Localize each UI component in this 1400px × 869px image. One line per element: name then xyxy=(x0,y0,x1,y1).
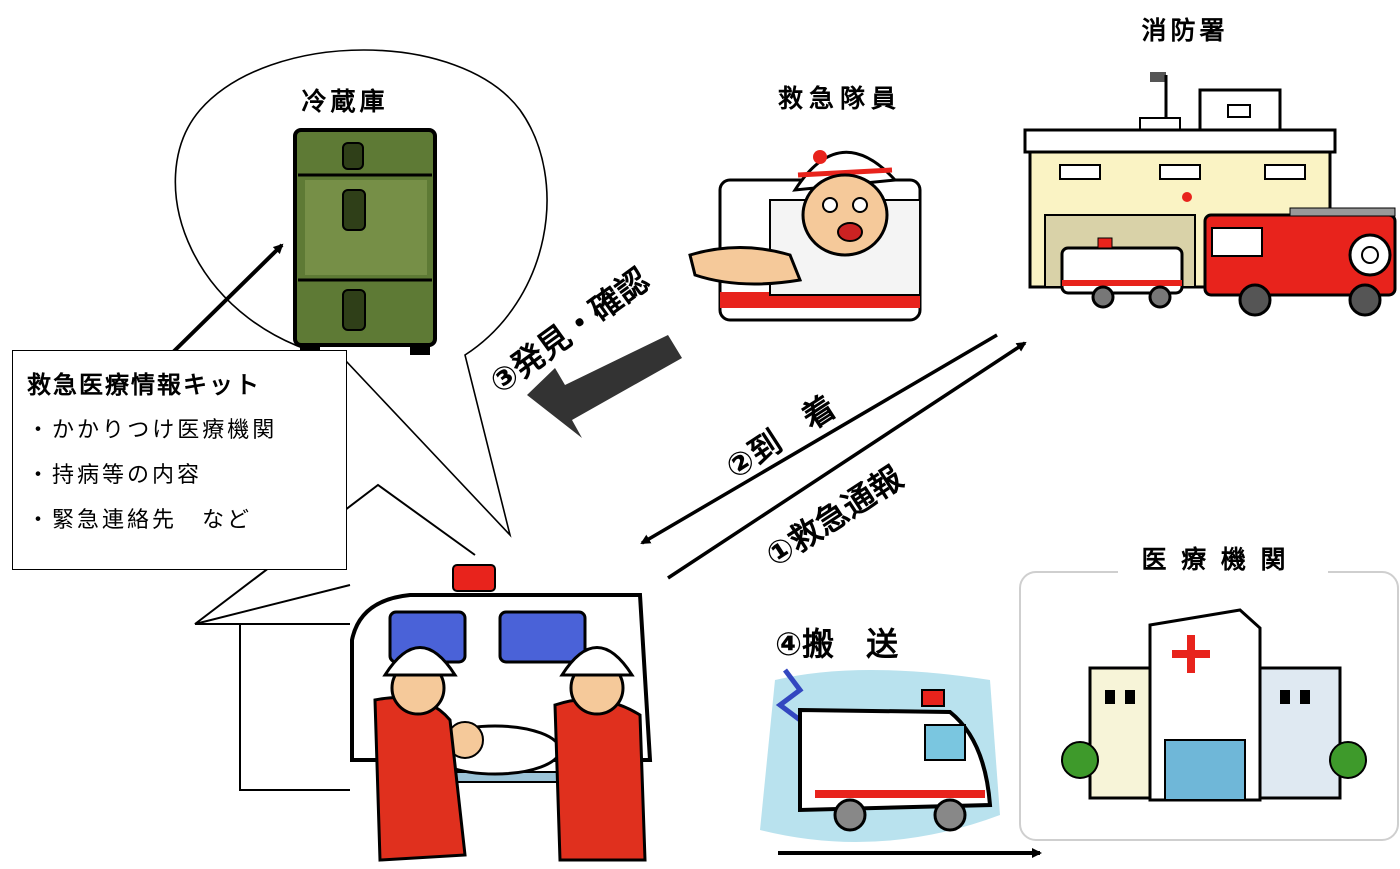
fire-station-label: 消防署 xyxy=(1141,16,1228,45)
ambulance-icon xyxy=(760,668,1000,842)
paramedic-label: 救急隊員 xyxy=(778,84,902,113)
step-emergency-call: ①救急通報 xyxy=(759,458,910,574)
kit-title: 救急医療情報キット xyxy=(27,371,261,399)
fridge-label: 冷蔵庫 xyxy=(301,87,388,116)
paramedic-icon xyxy=(688,150,922,322)
emergency-call-arrow xyxy=(667,341,1027,580)
discovery-arrow xyxy=(527,335,682,438)
kit-item-emergency-contact: ・緊急連絡先 など xyxy=(27,508,253,533)
fire-station-icon xyxy=(1023,72,1397,317)
ambulance-crew-icon xyxy=(350,564,653,862)
hospital-icon xyxy=(1019,545,1399,841)
hospital-label: 医 療 機 関 xyxy=(1141,545,1288,574)
step-transport: ④搬 送 xyxy=(775,625,898,663)
kit-item-medical-institution: ・かかりつけ医療機関 xyxy=(27,418,278,443)
kit-item-chronic-illness: ・持病等の内容 xyxy=(27,463,203,488)
kit-info-box: 救急医療情報キット ・かかりつけ医療機関 ・持病等の内容 ・緊急連絡先 など xyxy=(12,350,347,570)
arrival-arrow xyxy=(640,333,998,545)
kit-to-fridge-arrow xyxy=(163,243,284,362)
fridge-icon xyxy=(293,128,437,355)
